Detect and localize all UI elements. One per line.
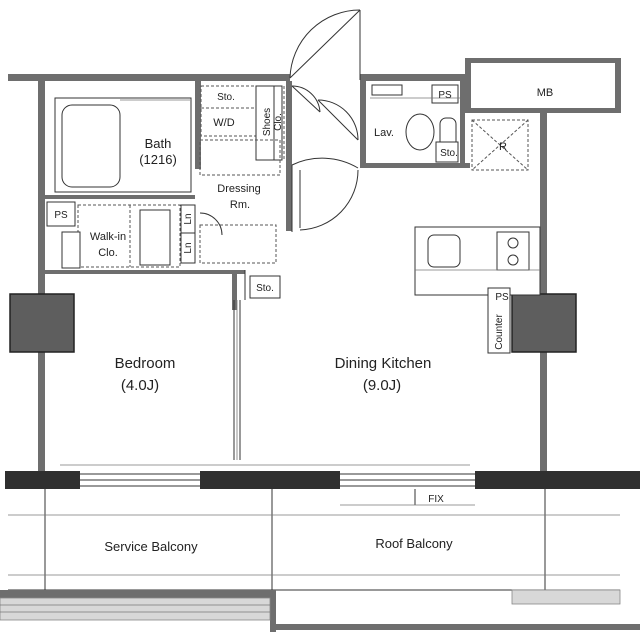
shoes-closet-label-1: Shoes — [262, 108, 273, 136]
column-right — [511, 293, 577, 353]
lav-fixtures — [370, 84, 460, 163]
storage-mid — [249, 275, 281, 299]
lav-label: Lav. — [374, 127, 394, 139]
service-balcony-label: Service Balcony — [104, 539, 198, 554]
exterior-walls — [8, 58, 621, 474]
bedroom-partition — [233, 270, 246, 460]
dressing-room-label-1: Dressing — [217, 183, 260, 195]
dressing-room-label-2: Rm. — [230, 199, 250, 211]
kitchen-counter — [414, 226, 541, 354]
bath-fixtures — [54, 97, 192, 193]
ps-left-label: PS — [54, 210, 68, 221]
bath-size-label: (1216) — [139, 152, 177, 167]
roof-balcony-label: Roof Balcony — [375, 536, 453, 551]
refrigerator-space — [471, 119, 529, 171]
dining-kitchen-size-label: (9.0J) — [363, 377, 401, 394]
facade-windows — [5, 464, 640, 489]
walk-in-closet-label-2: Clo. — [98, 247, 118, 259]
bath-label: Bath — [145, 136, 172, 151]
storage-bath-label: Sto. — [217, 92, 235, 103]
linen-label-2: Ln — [183, 242, 194, 253]
walk-in-closet-label-1: Walk-in — [90, 231, 126, 243]
walk-in-closet — [46, 201, 181, 269]
balcony-area — [0, 489, 640, 632]
ps-top-label: PS — [438, 90, 452, 101]
shoes-closet-label-2: Clo. — [273, 113, 284, 131]
mb-label: MB — [537, 87, 554, 99]
wd-label: W/D — [213, 117, 234, 129]
storage-mid-label: Sto. — [256, 283, 274, 294]
fix-window-label: FIX — [428, 494, 444, 505]
doors — [289, 9, 361, 232]
bedroom-label: Bedroom — [115, 355, 176, 372]
shoes-closet — [255, 85, 283, 161]
dressing-room — [180, 139, 281, 264]
counter-label: Counter — [494, 314, 505, 350]
ps-right-label: PS — [495, 292, 509, 303]
storage-toilet-label: Sto. — [440, 148, 458, 159]
column-left — [9, 293, 75, 353]
bedroom-size-label: (4.0J) — [121, 377, 159, 394]
dining-kitchen-label: Dining Kitchen — [335, 355, 432, 372]
linen-label-1: Ln — [183, 213, 194, 224]
refrigerator-label: R — [499, 141, 507, 153]
